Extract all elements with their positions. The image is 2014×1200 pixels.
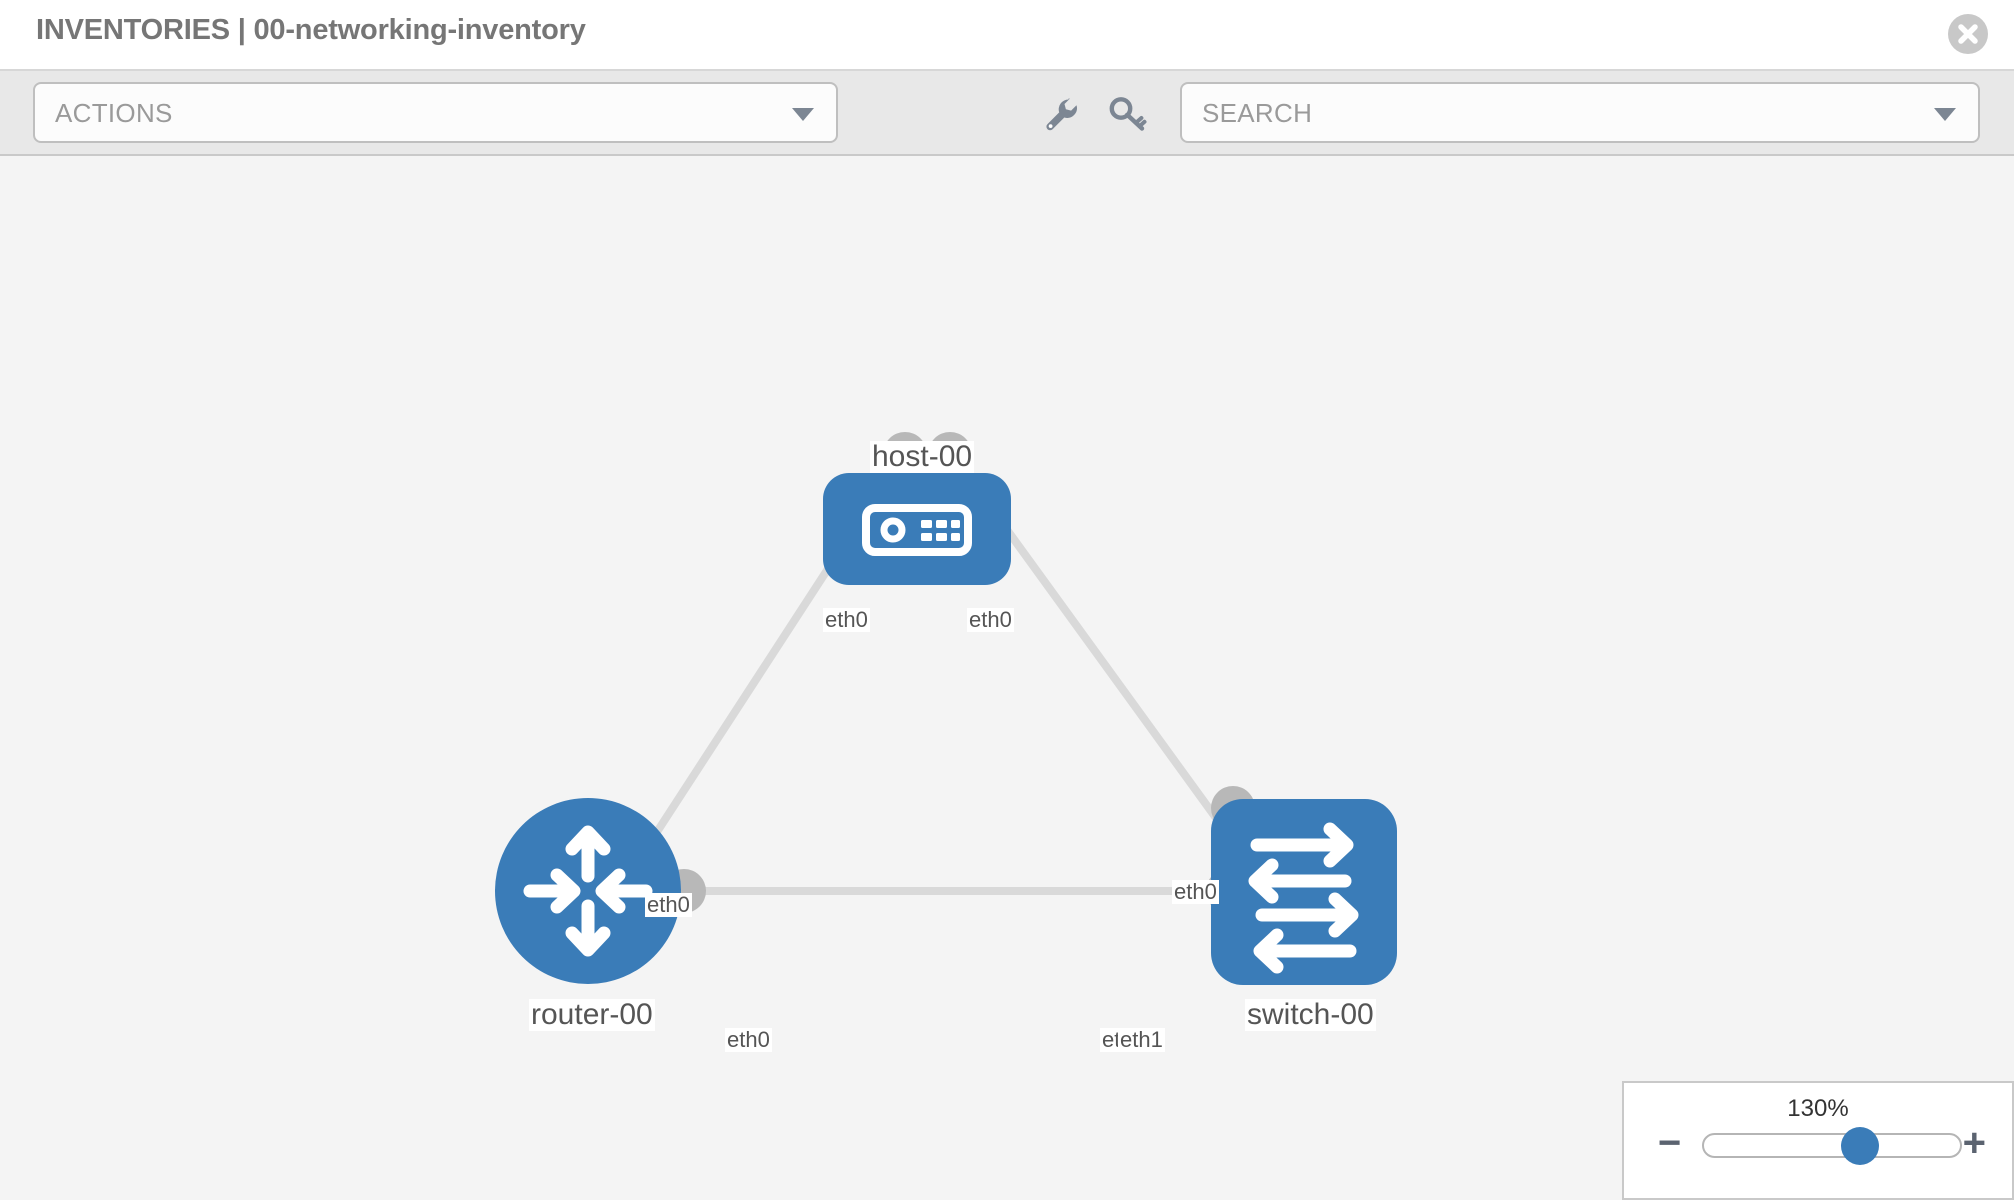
- edge-label-host-right: eth0: [967, 607, 1014, 633]
- edge-label-switch-up: eth0: [1172, 879, 1219, 905]
- search-input[interactable]: SEARCH: [1180, 82, 1980, 143]
- key-icon[interactable]: [1107, 93, 1149, 135]
- zoom-slider-handle[interactable]: [1841, 1127, 1879, 1165]
- chevron-down-icon: [792, 107, 814, 121]
- toolbar: ACTIONS SEARCH: [0, 71, 2014, 156]
- node-switch-00[interactable]: [1211, 799, 1397, 985]
- edge-label-router-up: eth0: [645, 892, 692, 918]
- node-label-switch-00: switch-00: [1245, 998, 1376, 1032]
- close-icon[interactable]: [1948, 14, 1988, 54]
- router-arrows-icon: [523, 825, 653, 957]
- minus-icon[interactable]: −: [1658, 1121, 1682, 1165]
- search-placeholder: SEARCH: [1202, 98, 1313, 128]
- node-router-00[interactable]: [495, 798, 681, 984]
- switch-arrows-icon: [1248, 822, 1359, 974]
- edge-label-router-right: eth0: [725, 1027, 772, 1053]
- topology-graph: [495, 432, 1397, 985]
- page-title: INVENTORIES | 00-networking-inventory: [36, 14, 586, 46]
- plus-icon[interactable]: +: [1962, 1121, 1986, 1165]
- wrench-icon[interactable]: [1040, 93, 1082, 135]
- zoom-slider[interactable]: [1702, 1127, 1962, 1165]
- node-host-00[interactable]: [823, 473, 1011, 585]
- edge-label-switch-left-overlap: eth1: [1118, 1027, 1165, 1053]
- page-header: INVENTORIES | 00-networking-inventory: [0, 0, 2014, 71]
- chevron-down-icon[interactable]: [1934, 107, 1956, 121]
- zoom-control-panel: 130% − +: [1622, 1081, 2014, 1200]
- zoom-level-value: 130%: [1787, 1095, 1849, 1122]
- node-label-router-00: router-00: [529, 998, 655, 1032]
- server-icon: [862, 504, 972, 556]
- node-label-host-00: host-00: [870, 440, 975, 474]
- edge-label-host-left: eth0: [823, 607, 870, 633]
- topology-canvas[interactable]: host-00 router-00 switch-00 eth0 eth0 et…: [0, 158, 2014, 1200]
- actions-dropdown-label: ACTIONS: [55, 98, 173, 128]
- actions-dropdown[interactable]: ACTIONS: [33, 82, 838, 143]
